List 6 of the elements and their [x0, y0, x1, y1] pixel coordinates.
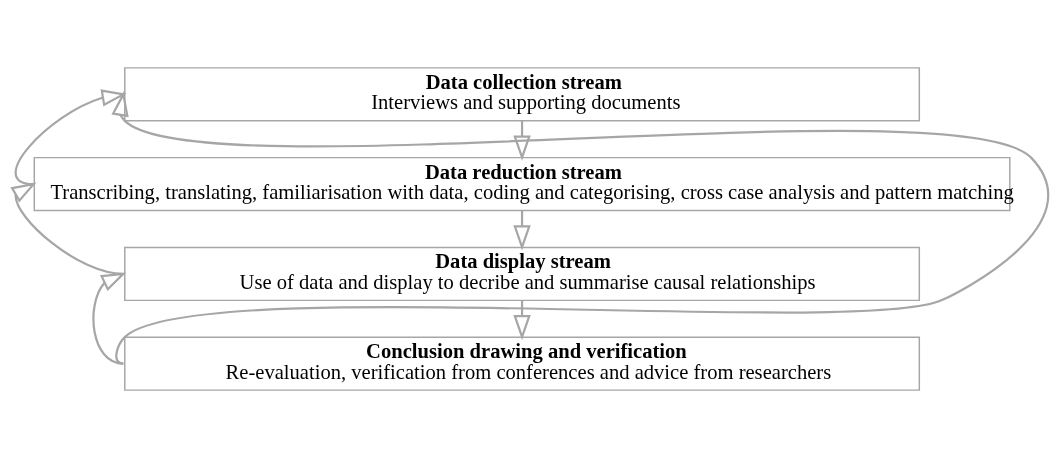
arrow	[14, 89, 127, 186]
node-box: Data display stream Use of data and display to decribe and summarise causal relationships	[124, 246, 921, 302]
node-box: Data collection stream Interviews and supporting documents	[124, 67, 921, 122]
arrow	[92, 272, 127, 365]
arrow	[111, 91, 1049, 364]
node-box: Conclusion drawing and verification Re-evaluation, verification from conferences and advice from researchers	[124, 336, 921, 391]
